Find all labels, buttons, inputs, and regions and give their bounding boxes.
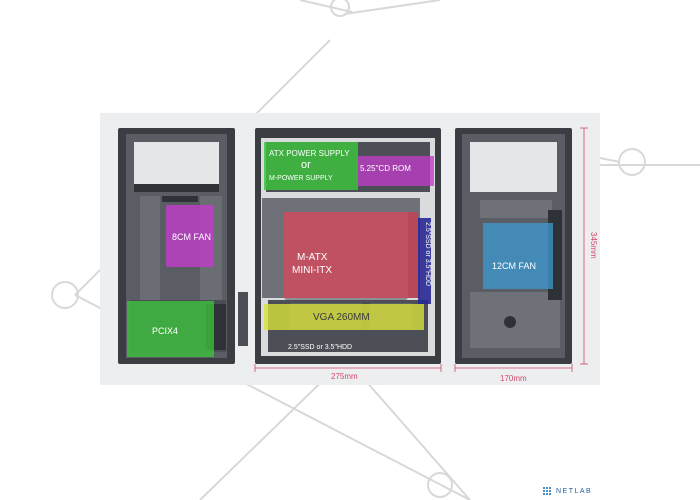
fan-8cm-label: 8CM FAN — [172, 232, 212, 242]
vga-highlight — [264, 304, 424, 330]
width-dimension-label: 275mm — [331, 372, 358, 381]
netlab-brand-text: NETLAB — [556, 487, 593, 495]
pci-label: PCIX4 — [152, 326, 179, 336]
cd-rom-label: 5.25"CD ROM — [360, 164, 411, 173]
cd-rom-highlight — [358, 156, 434, 186]
netlab-brand: NETLAB — [543, 485, 592, 497]
fan-12cm-label: 12CM FAN — [492, 261, 537, 271]
side-drive-label: 2.5"SSD or 3.5"HDD — [424, 222, 431, 287]
vga-label: VGA 260MM — [313, 312, 370, 323]
power-supply-label-or: or — [301, 159, 311, 171]
motherboard-label-line1: M-ATX — [297, 252, 328, 263]
pci-slots-highlight — [127, 301, 214, 357]
fan-8cm-highlight — [166, 205, 214, 267]
dimension-lines — [254, 127, 588, 372]
height-dimension-label: 345mm — [589, 232, 598, 259]
side-drive-highlight — [418, 218, 431, 304]
depth-dimension-label: 170mm — [500, 374, 527, 383]
power-supply-label-line1: ATX POWER SUPPLY — [269, 149, 350, 158]
fan-12cm-highlight — [483, 223, 553, 289]
motherboard-highlight — [284, 212, 418, 298]
power-supply-highlight — [264, 142, 358, 190]
power-supply-label-line2: M-POWER SUPPLY — [269, 175, 333, 182]
netlab-logo-icon — [543, 486, 552, 496]
bottom-drive-label: 2.5"SSD or 3.5"HDD — [288, 344, 353, 351]
motherboard-label-line2: MINI-ITX — [292, 265, 332, 276]
